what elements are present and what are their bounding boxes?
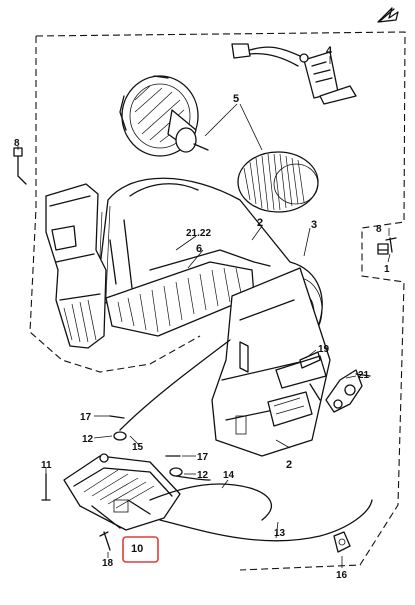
part-10-highlight-box [122,536,159,563]
callout-1: 1 [384,264,390,275]
callout-18: 18 [102,558,114,569]
screw-17a [109,415,125,419]
leader-5b [239,103,263,151]
direction-arrow-icon [377,7,399,23]
clip-12a [113,431,127,441]
cable-12-rod [175,475,211,481]
callout-21: 21 [358,370,370,381]
leader-lines [17,146,391,568]
callout-12-lower: 12 [197,470,209,481]
cable-14 [149,483,273,521]
control-head [63,453,181,531]
callout-10: 10 [131,543,143,555]
callout-labels: 4 5 3 2 21.22 6 8 1 8 19 21 17 12 15 17 … [14,45,390,581]
screw-11 [41,473,51,501]
callout-11: 11 [41,460,52,471]
callout-16: 16 [336,570,348,581]
clamp-16 [333,531,351,553]
assembly-boundary-frame [29,31,406,571]
callout-8-left: 8 [14,138,20,149]
callout-13: 13 [274,528,286,539]
callout-8-right: 8 [376,224,382,235]
blower-fan [237,151,319,213]
screw-1 [385,237,397,253]
callout-2-top: 2 [257,217,263,229]
leader-5a [204,103,238,137]
resistor-connector [231,43,357,105]
cable-15 [119,339,231,431]
clip-19 [299,351,321,369]
screw-18 [99,531,111,551]
callout-21-22: 21.22 [186,228,211,239]
callout-3: 3 [311,219,317,231]
air-duct [45,183,107,349]
callout-2-lower: 2 [286,459,292,471]
cable-13 [159,499,373,542]
nut-8 [377,243,389,255]
callout-12-upper: 12 [82,434,94,445]
callout-19: 19 [318,344,330,355]
heater-core [105,249,271,337]
callout-17-upper: 17 [80,412,92,423]
callout-4: 4 [326,45,333,57]
blower-motor [119,75,209,157]
clip-12b [169,467,183,477]
callout-15: 15 [132,442,144,453]
control-lever [325,369,371,413]
callout-14: 14 [223,470,235,481]
callout-17-lower: 17 [197,452,209,463]
callout-5: 5 [233,93,239,105]
sensor-clip [13,147,27,185]
lower-housing [211,267,331,457]
callout-6: 6 [196,243,202,255]
